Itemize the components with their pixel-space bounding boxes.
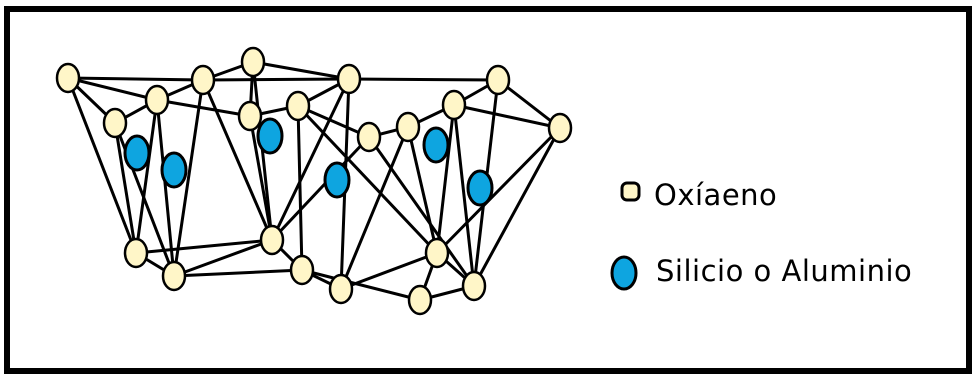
bond-line bbox=[296, 104, 439, 255]
bond-line bbox=[172, 268, 304, 278]
bond-line bbox=[155, 98, 252, 118]
bond-line bbox=[452, 103, 476, 288]
oxygen-atom bbox=[55, 62, 81, 94]
bond-line bbox=[172, 78, 205, 278]
oxygen-atom bbox=[259, 224, 285, 256]
oxygen-atom bbox=[289, 254, 315, 286]
oxygen-atom bbox=[395, 111, 421, 143]
bond-line bbox=[435, 126, 562, 255]
bond-line bbox=[155, 98, 176, 278]
silicon-atom bbox=[422, 126, 450, 164]
oxygen-atom bbox=[237, 100, 263, 132]
oxygen-atom bbox=[441, 89, 467, 121]
silicon-atom bbox=[160, 151, 188, 189]
legend-oxygen-icon bbox=[620, 181, 641, 202]
oxygen-atom bbox=[547, 112, 573, 144]
bond-line bbox=[113, 121, 138, 255]
bond-line bbox=[296, 104, 371, 139]
oxygen-atom bbox=[328, 273, 354, 305]
silicon-atoms bbox=[123, 117, 494, 207]
silicon-atom bbox=[256, 117, 284, 155]
legend-icons bbox=[610, 181, 641, 291]
oxygen-atom bbox=[144, 84, 170, 116]
oxygen-atom bbox=[336, 63, 362, 95]
bond-line bbox=[472, 126, 562, 288]
bond-line bbox=[367, 135, 476, 288]
bond-line bbox=[134, 98, 159, 255]
bond-line bbox=[435, 103, 456, 255]
bond-line bbox=[66, 76, 159, 102]
silicon-atom bbox=[466, 169, 494, 207]
bond-line bbox=[406, 125, 439, 255]
silicon-atom bbox=[323, 161, 351, 199]
bond-line bbox=[300, 268, 422, 302]
bond-line bbox=[339, 125, 410, 291]
oxygen-atom bbox=[190, 64, 216, 96]
bond-line bbox=[347, 77, 500, 82]
oxygen-atoms bbox=[55, 46, 573, 316]
oxygen-atom bbox=[285, 90, 311, 122]
bond-line bbox=[66, 76, 205, 82]
oxygen-atom bbox=[240, 46, 266, 78]
bond-line bbox=[296, 104, 304, 272]
bond-line bbox=[172, 238, 274, 278]
legend-silicon-icon bbox=[610, 255, 638, 291]
bond-line bbox=[201, 78, 274, 242]
legend-silicon-label: Silicio o Aluminio bbox=[656, 254, 913, 288]
silicon-atom bbox=[123, 134, 151, 172]
oxygen-atom bbox=[461, 270, 487, 302]
bond-line bbox=[270, 135, 371, 242]
bond-line bbox=[201, 77, 351, 82]
oxygen-atom bbox=[123, 237, 149, 269]
oxygen-atom bbox=[161, 260, 187, 292]
oxygen-atom bbox=[485, 64, 511, 96]
bond-line bbox=[270, 77, 351, 242]
bond-line bbox=[251, 60, 351, 81]
bond-line bbox=[66, 76, 138, 255]
oxygen-atom bbox=[424, 237, 450, 269]
oxygen-atom bbox=[102, 107, 128, 139]
oxygen-atom bbox=[356, 121, 382, 153]
legend-oxygen-label: Oxíaeno bbox=[654, 178, 778, 212]
oxygen-atom bbox=[407, 284, 433, 316]
bond-line bbox=[134, 238, 274, 255]
bond-line bbox=[452, 103, 562, 130]
